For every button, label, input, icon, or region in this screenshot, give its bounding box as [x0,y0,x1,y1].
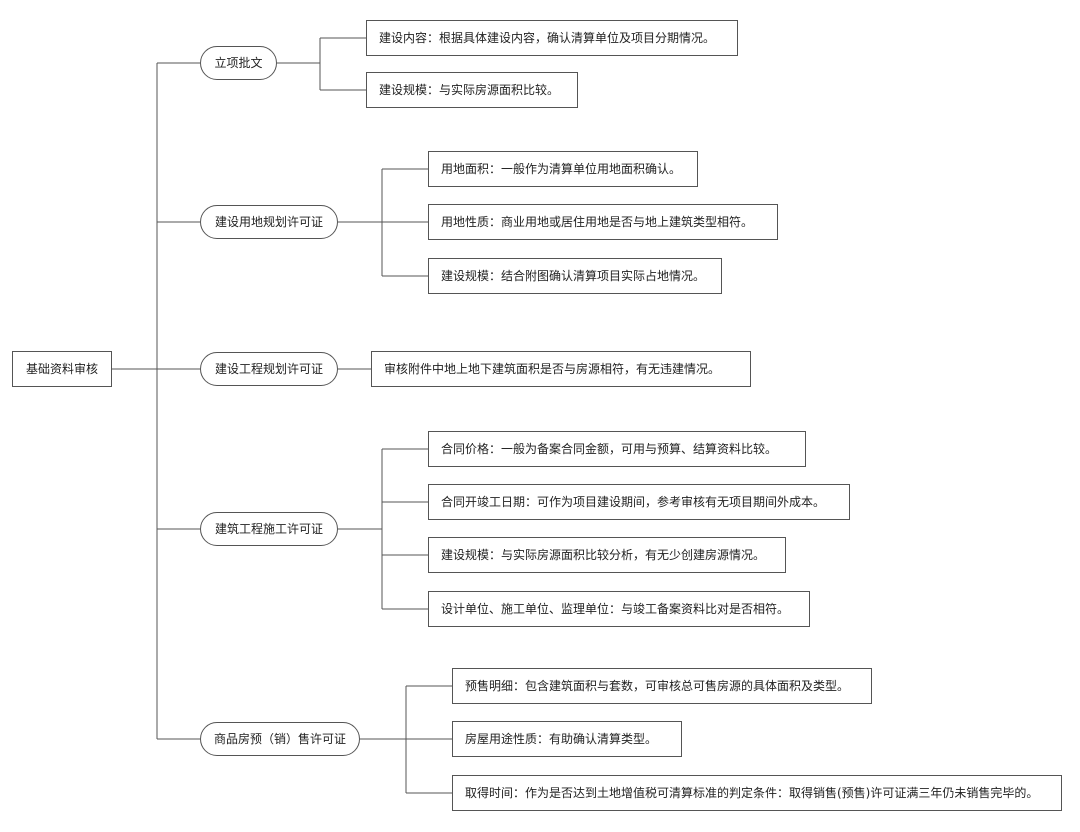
leaf-node: 用地面积：一般作为清算单位用地面积确认。 [428,151,698,187]
leaf-node: 预售明细：包含建筑面积与套数，可审核总可售房源的具体面积及类型。 [452,668,872,704]
leaf-node: 建设内容：根据具体建设内容，确认清算单位及项目分期情况。 [366,20,738,56]
branch-node-construction-permit: 建筑工程施工许可证 [200,512,338,546]
branch-node-presale-permit: 商品房预（销）售许可证 [200,722,360,756]
leaf-node: 审核附件中地上地下建筑面积是否与房源相符，有无违建情况。 [371,351,751,387]
root-node: 基础资料审核 [12,351,112,387]
leaf-node: 合同价格：一般为备案合同金额，可用与预算、结算资料比较。 [428,431,806,467]
leaf-node: 房屋用途性质：有助确认清算类型。 [452,721,682,757]
leaf-node: 建设规模：与实际房源面积比较。 [366,72,578,108]
leaf-node: 设计单位、施工单位、监理单位：与竣工备案资料比对是否相符。 [428,591,810,627]
leaf-node: 用地性质：商业用地或居住用地是否与地上建筑类型相符。 [428,204,778,240]
leaf-node: 建设规模：与实际房源面积比较分析，有无少创建房源情况。 [428,537,786,573]
branch-node-engineering-planning-permit: 建设工程规划许可证 [200,352,338,386]
branch-node-land-use-permit: 建设用地规划许可证 [200,205,338,239]
branch-node-project-approval: 立项批文 [200,46,277,80]
leaf-node: 取得时间：作为是否达到土地增值税可清算标准的判定条件：取得销售(预售)许可证满三… [452,775,1062,811]
leaf-node: 合同开竣工日期：可作为项目建设期间，参考审核有无项目期间外成本。 [428,484,850,520]
leaf-node: 建设规模：结合附图确认清算项目实际占地情况。 [428,258,722,294]
